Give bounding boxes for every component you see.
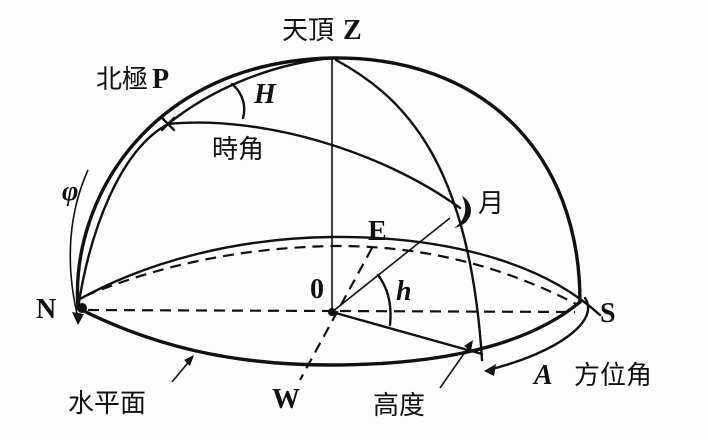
hour-circle-arc	[76, 122, 170, 310]
hour-angle-label: 時角	[212, 135, 264, 165]
zenith-letter: Z	[343, 15, 362, 46]
zenith-label: 天頂	[282, 16, 334, 46]
south-label: S	[600, 298, 616, 329]
horizon-back-solid	[76, 235, 602, 317]
azimuth-label: 方位角	[574, 361, 652, 391]
latitude-symbol: φ	[62, 176, 78, 207]
origin-to-foot-line	[330, 310, 484, 356]
origin-dot	[328, 308, 336, 316]
azimuth-symbol: A	[532, 360, 553, 391]
north-pole-letter: P	[152, 64, 169, 95]
north-pole-label: 北極	[96, 65, 148, 95]
pole-to-zenith-arc	[166, 56, 334, 126]
latitude-arc	[69, 169, 89, 319]
east-label: E	[368, 216, 387, 247]
azimuth-arrow	[484, 364, 496, 376]
west-label: W	[272, 384, 300, 415]
origin-label: 0	[310, 274, 324, 305]
moon-to-origin-line	[331, 217, 451, 313]
moon-label: 月	[478, 189, 504, 219]
horizon-front	[76, 300, 582, 367]
altitude-label: 高度	[373, 391, 425, 421]
pole-marker	[160, 116, 176, 132]
altitude-symbol: h	[396, 276, 412, 307]
pole-to-moon-arc	[166, 121, 462, 210]
azimuth-arc	[486, 296, 590, 372]
hour-angle-symbol: H	[253, 79, 277, 110]
north-label: N	[36, 294, 56, 325]
vertical-circle-arc	[334, 58, 484, 362]
latitude-arrow	[72, 312, 84, 325]
altitude-pointer	[439, 344, 471, 389]
altitude-angle-arc	[376, 273, 392, 327]
moon-icon	[454, 196, 472, 228]
north-dot	[77, 303, 87, 313]
hour-angle-arc	[230, 82, 246, 120]
horizon-pointer-head	[184, 355, 194, 366]
horizon-plane-label: 水平面	[68, 389, 146, 419]
meridian-arc	[75, 56, 582, 310]
altitude-pointer-head	[464, 340, 473, 351]
